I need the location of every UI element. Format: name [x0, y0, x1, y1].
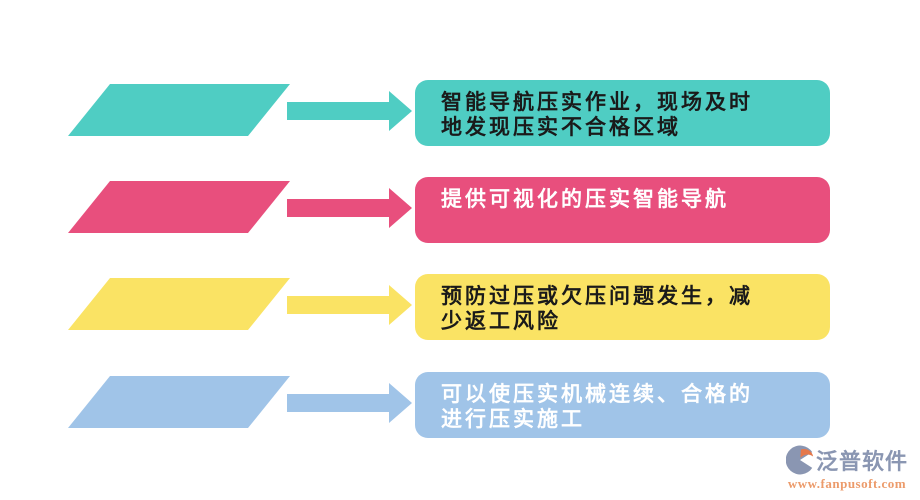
info-text-line: 少返工风险 [441, 310, 561, 333]
arrow-right-icon [287, 285, 412, 325]
info-text-line: 智能导航压实作业，现场及时 [441, 91, 753, 114]
flow-row-1: 智能导航压实作业，现场及时 地发现压实不合格区域 [0, 80, 920, 146]
parallelogram-shape [68, 84, 290, 136]
info-box: 智能导航压实作业，现场及时 地发现压实不合格区域 [415, 80, 830, 146]
logo-brand-name: 泛普软件 [815, 449, 908, 474]
info-text-line: 地发现压实不合格区域 [441, 116, 681, 139]
logo-website: www.fanpusoft.com [787, 476, 907, 491]
arrow-right-icon [287, 188, 412, 228]
parallelogram-shape [68, 376, 290, 428]
info-text-line: 预防过压或欠压问题发生，减 [441, 285, 753, 308]
flow-row-2: 提供可视化的压实智能导航 [0, 177, 920, 243]
info-box: 可以使压实机械连续、合格的 进行压实施工 [415, 372, 830, 438]
parallelogram-shape [68, 278, 290, 330]
info-text-line: 进行压实施工 [441, 408, 585, 431]
arrow-right-icon [287, 383, 412, 423]
fanpu-logo: 泛普软件 www.fanpusoft.com [785, 444, 908, 492]
parallelogram-shape [68, 181, 290, 233]
flow-row-3: 预防过压或欠压问题发生，减 少返工风险 [0, 274, 920, 340]
fanpu-logo-row: 泛普软件 [785, 444, 908, 476]
info-text-line: 可以使压实机械连续、合格的 [441, 383, 753, 406]
arrow-right-icon [287, 91, 412, 131]
info-text-line: 提供可视化的压实智能导航 [441, 188, 729, 211]
info-box: 提供可视化的压实智能导航 [415, 177, 830, 243]
info-box: 预防过压或欠压问题发生，减 少返工风险 [415, 274, 830, 340]
fanpu-logo-icon [785, 445, 814, 475]
flow-row-4: 可以使压实机械连续、合格的 进行压实施工 [0, 372, 920, 438]
